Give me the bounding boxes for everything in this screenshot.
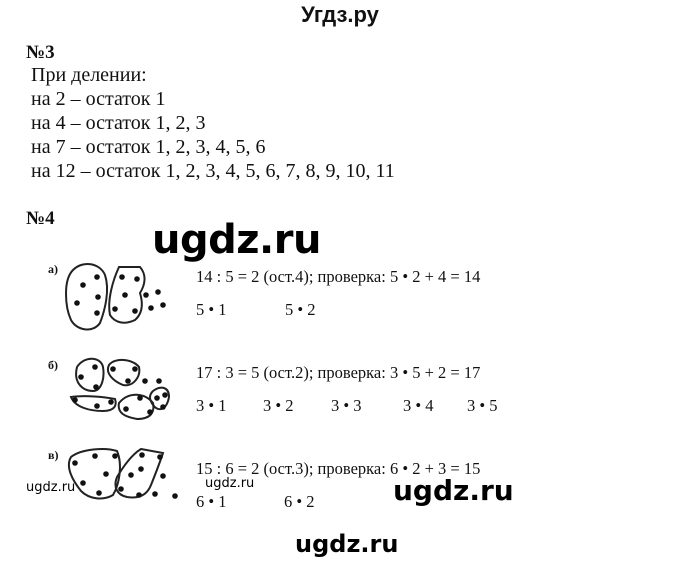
watermark-bottom: ugdz.ru: [295, 530, 399, 558]
part-b-dots-diagram: [69, 357, 171, 421]
part-v-product: 6 • 2: [284, 492, 315, 511]
task-3-line: на 12 – остаток 1, 2, 3, 4, 5, 6, 7, 8, …: [31, 160, 395, 182]
part-b-equation: 17 : 3 = 5 (ост.2); проверка: 3 • 5 + 2 …: [196, 363, 481, 382]
part-v-product: 6 • 1: [196, 492, 227, 511]
part-v-dots-diagram: [67, 447, 178, 500]
task-3-line: на 7 – остаток 1, 2, 3, 4, 5, 6: [31, 136, 266, 158]
part-a-dots-diagram: [65, 263, 166, 331]
site-title: Угдз.ру: [301, 2, 379, 27]
watermark-top: ugdz.ru: [152, 217, 321, 263]
task-3-line: на 2 – остаток 1: [31, 88, 166, 110]
part-a-equation: 14 : 5 = 2 (ост.4); проверка: 5 • 2 + 4 …: [196, 267, 481, 286]
task-3-line: на 4 – остаток 1, 2, 3: [31, 112, 206, 134]
part-b-product: 3 • 3: [331, 396, 362, 415]
task-4-number: №4: [26, 208, 55, 229]
part-b-product: 3 • 2: [263, 396, 294, 415]
part-v-label: в): [48, 448, 59, 462]
part-b-label: б): [48, 358, 58, 372]
watermark-left-small: ugdz.ru: [26, 480, 76, 495]
part-a-product: 5 • 2: [285, 300, 316, 319]
part-b-product: 3 • 4: [403, 396, 434, 415]
part-v-equation: 15 : 6 = 2 (ост.3); проверка: 6 • 2 + 3 …: [196, 459, 481, 478]
part-a-label: а): [48, 262, 58, 276]
part-b-product: 3 • 5: [467, 396, 498, 415]
part-b-product: 3 • 1: [196, 396, 227, 415]
watermark-middle-small: ugdz.ru: [205, 476, 255, 491]
task-3-line: При делении:: [31, 64, 147, 86]
part-a-product: 5 • 1: [196, 300, 227, 319]
task-3-number: №3: [26, 42, 55, 63]
watermark-right: ugdz.ru: [393, 474, 514, 507]
task-3-body: При делении: на 2 – остаток 1 на 4 – ост…: [31, 63, 395, 183]
